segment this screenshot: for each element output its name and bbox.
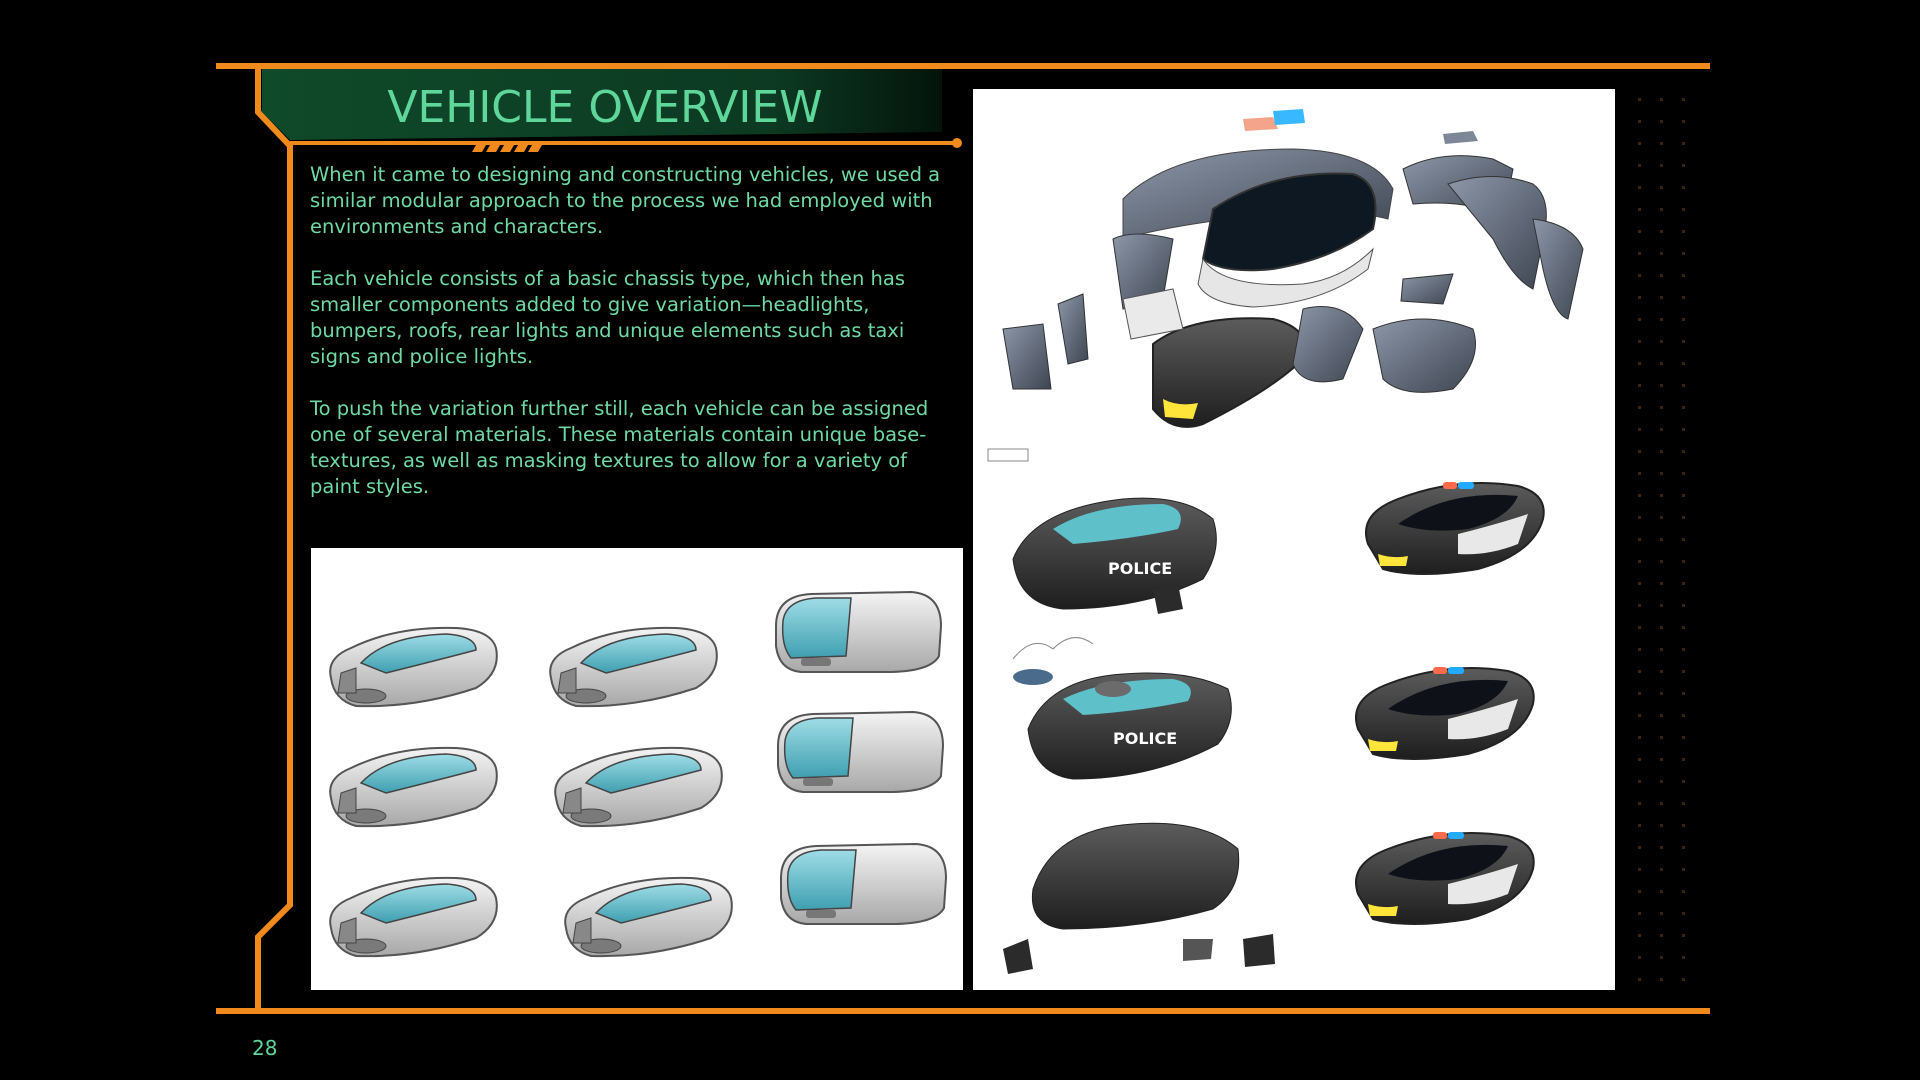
concept-car-6	[564, 876, 733, 958]
paragraph-3: To push the variation further still, eac…	[310, 397, 929, 498]
dot-grid-decoration	[1625, 90, 1695, 990]
blueprint-label-police-1: POLICE	[1108, 559, 1172, 578]
exploded-police-car	[1002, 109, 1584, 428]
concept-van-2	[777, 711, 944, 793]
police-vehicle-image: POLICE POLICE	[973, 89, 1615, 990]
concept-car-3	[329, 746, 498, 828]
police-variant-2	[1355, 666, 1535, 760]
police-variant-3	[1355, 831, 1535, 925]
concept-car-4	[554, 746, 723, 828]
hash-marks	[472, 145, 542, 152]
title-banner	[262, 69, 942, 140]
concept-car-2	[549, 626, 718, 708]
bottom-rule	[216, 1008, 1710, 1014]
concept-car-1	[329, 626, 498, 708]
vehicle-concept-image	[311, 548, 963, 990]
page-number: 28	[252, 1036, 278, 1060]
concept-van-1	[775, 591, 942, 673]
left-bracket	[255, 69, 293, 1008]
concept-van-3	[780, 843, 947, 925]
concept-car-5	[329, 876, 498, 958]
top-rule	[216, 63, 1710, 69]
page-title: VEHICLE OVERVIEW	[387, 82, 823, 133]
police-variant-1	[1365, 481, 1545, 575]
blueprint-label-police-2: POLICE	[1113, 729, 1177, 748]
title-underline	[290, 141, 955, 145]
paragraph-2: Each vehicle consists of a basic chassis…	[310, 267, 906, 368]
title-underline-dot	[952, 138, 962, 148]
police-blueprint-sheet: POLICE POLICE	[987, 448, 1275, 974]
body-text: When it came to designing and constructi…	[310, 162, 960, 526]
paragraph-1: When it came to designing and constructi…	[310, 163, 941, 238]
